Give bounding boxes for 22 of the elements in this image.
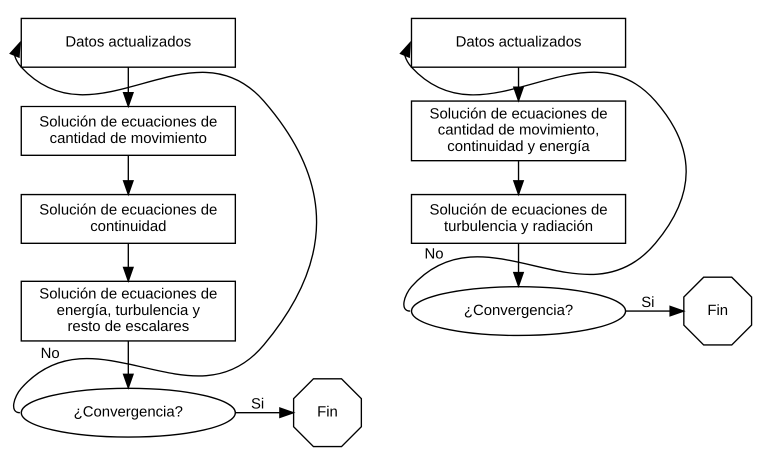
- node-box: Solución de ecuaciones de continuidad: [20, 193, 236, 244]
- edge-label: No: [424, 246, 444, 262]
- arrow: [122, 67, 134, 108]
- node-box: Solución de ecuaciones de energía, turbulencia y resto de escalares: [20, 280, 236, 342]
- node-box: Datos actualizados: [20, 17, 236, 68]
- node-box: Solución de ecuaciones de cantidad de movimiento: [20, 105, 236, 156]
- node-ellipse: ¿Convergencia?: [410, 286, 626, 336]
- edge-label: Si: [250, 396, 264, 412]
- arrow: [512, 160, 524, 196]
- node-box: Solución de ecuaciones de turbulencia y radiación: [410, 193, 626, 244]
- arrow: [626, 304, 686, 316]
- edge-label: No: [40, 345, 60, 362]
- node-ellipse: ¿Convergencia?: [20, 387, 236, 438]
- arrow: [122, 340, 134, 390]
- arrow: [122, 155, 134, 196]
- node-box: Datos actualizados: [410, 17, 626, 68]
- arrow: [236, 406, 296, 418]
- arrow: [122, 243, 134, 283]
- edge-label: Si: [641, 294, 654, 310]
- arrow: [9, 40, 317, 413]
- arrow: [512, 243, 524, 288]
- node-box: Solución de ecuaciones de cantidad de movimiento, continuidad y energía: [410, 100, 626, 161]
